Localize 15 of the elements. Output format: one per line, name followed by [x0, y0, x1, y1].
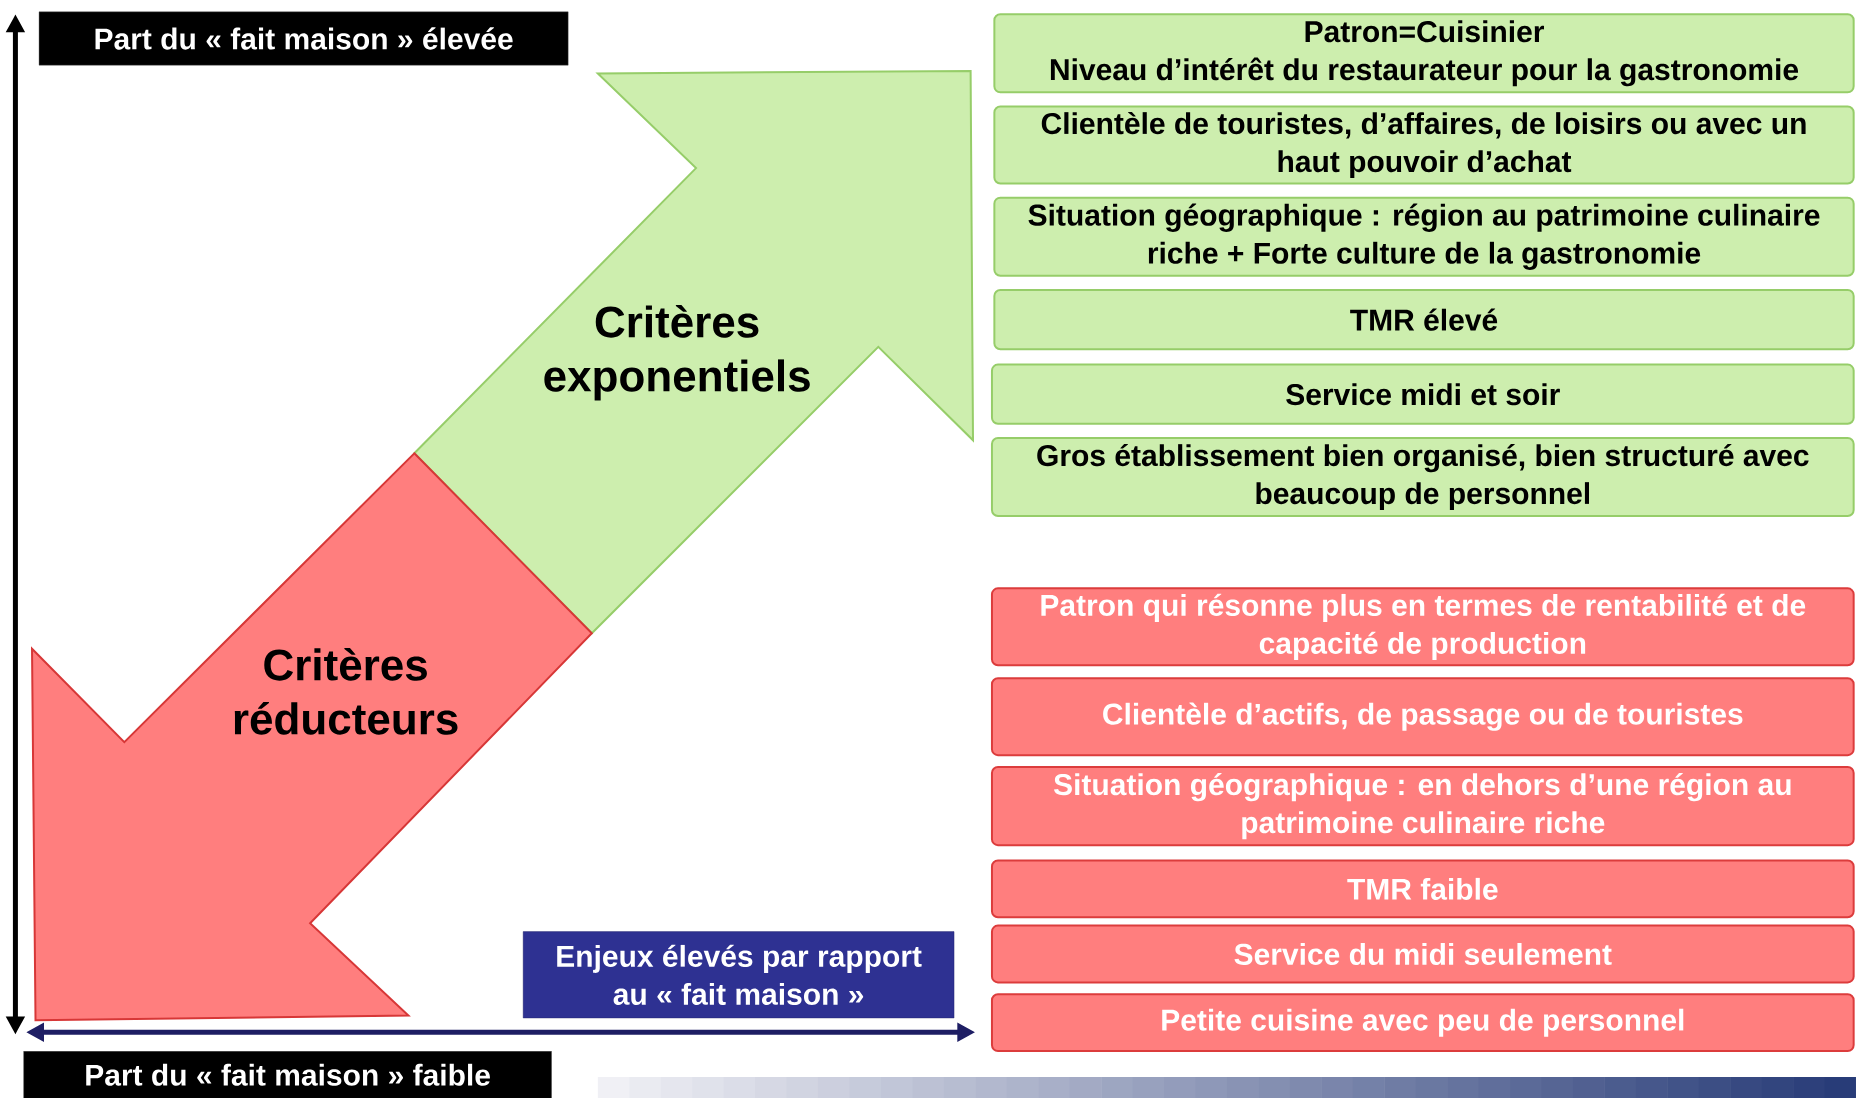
criterion-box: Service du midi seulement	[990, 924, 1855, 984]
criterion-box: Patron qui résonne plus en termes de rentabilité et de capacité de production	[990, 587, 1855, 667]
criterion-box: Service midi et soir	[990, 363, 1855, 425]
criterion-box: Clientèle d’actifs, de passage ou de touristes	[990, 677, 1855, 757]
criterion-box: Petite cuisine avec peu de personnel	[990, 993, 1855, 1053]
criterion-box: TMR faible	[990, 859, 1855, 919]
label-box: Part du « fait maison » faible	[23, 1050, 552, 1098]
label-box: Part du « fait maison » élevée	[38, 11, 569, 66]
criterion-box: TMR élevé	[993, 289, 1855, 351]
criterion-box: Situation géographique : région au patrimoine culinaire riche + Forte culture de la gastronomie	[993, 196, 1855, 277]
criterion-box: Situation géographique : en dehors d’une région au patrimoine culinaire riche	[990, 766, 1855, 847]
label-box: Enjeux élevés par rapport au « fait maison »	[522, 931, 955, 1019]
criterion-box: Gros établissement bien organisé, bien structuré avec beaucoup de personnel	[990, 436, 1855, 518]
criterion-box: Patron=Cuisinier Niveau d’intérêt du restaurateur pour la gastronomie	[993, 13, 1855, 94]
criterion-box: Clientèle de touristes, d’affaires, de loisirs ou avec un haut pouvoir d’achat	[993, 105, 1855, 185]
